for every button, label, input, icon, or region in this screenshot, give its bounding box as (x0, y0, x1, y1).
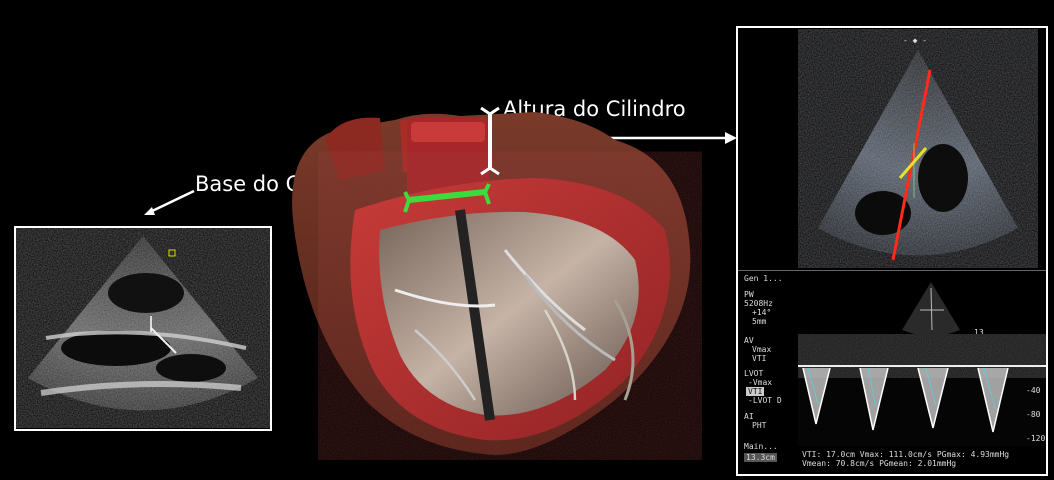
left-echo-panel (14, 226, 272, 431)
pw-line-3: +14° (752, 308, 771, 317)
scale-tick: -40 (1026, 386, 1040, 395)
ai-line-1: AI (744, 412, 754, 421)
divider (738, 270, 1046, 271)
scale-tick: -120 (1026, 434, 1045, 443)
doppler-readout-line-1: VTI: 17.0cm Vmax: 111.0cm/s PGmax: 4.93m… (802, 450, 1009, 459)
right-echo-panel: - ◆ - Gen 1... PW 5208Hz +14° 5mm AV Vma… (736, 26, 1048, 476)
ai-line-2: PHT (752, 421, 766, 430)
arrow-icon (138, 188, 198, 218)
echo-header-tag: Gen 1... (744, 274, 783, 283)
pw-line-2: 5208Hz (744, 299, 773, 308)
av-line-1: AV (744, 336, 754, 345)
av-line-2: Vmax (752, 345, 771, 354)
main-value: 13.3cm (744, 453, 777, 462)
av-line-3: VTI (752, 354, 766, 363)
main-label: Main... (744, 442, 778, 451)
pw-line-4: 5mm (752, 317, 766, 326)
lvot-line-4: -LVOT D (748, 396, 782, 405)
echo-image-apical (738, 28, 1046, 268)
scale-tick: -80 (1026, 410, 1040, 419)
inset-2d-image (896, 280, 966, 340)
echo-image-plax (16, 228, 270, 429)
lvot-line-2: -Vmax (748, 378, 772, 387)
echo-top-header: - ◆ - (903, 36, 927, 45)
lvot-line-3: VTI (746, 387, 764, 396)
heart-illustration (285, 100, 715, 460)
doppler-readout-line-2: Vmean: 70.8cm/s PGmean: 2.01mmHg (802, 459, 956, 468)
lvot-line-1: LVOT (744, 369, 763, 378)
pw-line-1: PW (744, 290, 754, 299)
doppler-spectrum (798, 334, 1046, 446)
